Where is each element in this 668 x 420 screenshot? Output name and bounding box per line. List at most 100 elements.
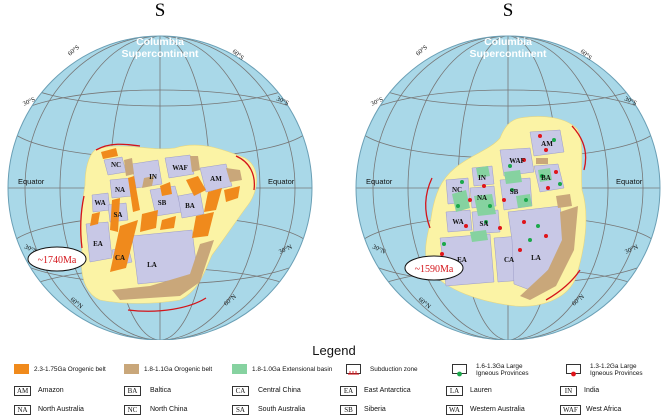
lat-30s-right: 30°S (275, 95, 290, 107)
abbr-name-am: Amazon (38, 387, 64, 394)
block-label-waf: WAF (509, 157, 525, 165)
swatch-orogenic-1.8-1.1 (124, 364, 139, 374)
block-label-la: LA (531, 254, 541, 262)
globe-title-line2: Supercontinent (469, 48, 547, 60)
abbr-code-la: LA (446, 386, 463, 396)
orogenic-belts-1.8-1.1 (520, 158, 578, 300)
subduction-zone-icon (348, 371, 359, 375)
lat-30s-right: 30°S (623, 95, 638, 107)
legend-label-subduction-zone: Subduction zone (370, 366, 418, 373)
abbr-code-waf: WAF (560, 405, 581, 415)
block-label-am: AM (210, 175, 222, 183)
legend-label-orogenic-2.3-1.75: 2.3-1.75Ga Orogenic belt (34, 366, 106, 373)
paleogeographic-maps: S Columbia Supercontinent 60°S 60°S 30°S… (7, 0, 661, 340)
lat-60s-left: 60°S (67, 44, 82, 58)
block-label-am: AM (541, 140, 553, 148)
block-labels: AM WAF IN BA NC NA SB WA SA EA CA LA (452, 140, 553, 264)
equator-label-left: Equator (366, 177, 393, 186)
block-label-nc: NC (111, 161, 121, 169)
block-labels: NC IN WAF AM NA WA SA SB BA EA CA LA (93, 161, 222, 269)
abbr-name-la: Lauren (470, 387, 492, 394)
block-label-sb: SB (158, 199, 167, 207)
globe-title-line2: Supercontinent (121, 48, 199, 60)
swatch-subduction-zone (346, 364, 361, 375)
abbr-name-in: India (584, 387, 600, 394)
legend-heading: Legend (312, 343, 356, 358)
legend-label-orogenic-1.8-1.1: 1.8-1.1Ga Orogenic belt (144, 366, 213, 373)
legend-label-lip-1.6-1.3-line2: Igneous Provinces (476, 370, 529, 377)
block-label-nc: NC (452, 186, 462, 194)
block-label-ba: BA (541, 174, 551, 182)
age-label: ~1590Ma (415, 264, 454, 275)
swatch-orogenic-2.3-1.75 (14, 364, 29, 374)
subduction-zones (80, 143, 256, 312)
globe-title-line1: Columbia (484, 36, 532, 48)
legend-label-lip-1.6-1.3: 1.6-1.3Ga Large Igneous Provinces (476, 363, 529, 377)
block-label-na: NA (115, 186, 125, 194)
abbr-code-in: IN (560, 386, 577, 396)
swatch-extensional-basin (232, 364, 247, 374)
lat-30s-left: 30°S (370, 96, 385, 108)
block-label-ca: CA (115, 254, 125, 262)
abbr-name-ca: Central China (258, 387, 301, 394)
abbr-code-am: AM (14, 386, 32, 396)
legend-label-lip-1.3-1.2-line2: Igneous Provinces (590, 370, 643, 377)
equator-label-right: Equator (268, 177, 295, 186)
block-label-sa: SA (480, 220, 489, 228)
block-label-sb: SB (510, 188, 519, 196)
legend-label-lip-1.3-1.2-line1: 1.3-1.2Ga Large (590, 363, 637, 370)
abbr-name-ea: East Antarctica (364, 387, 411, 394)
red-dot-icon (571, 371, 576, 377)
age-oval (404, 255, 464, 281)
lat-60s-left: 60°S (415, 44, 430, 58)
block-label-waf: WAF (172, 164, 188, 172)
abbr-name-wa: Western Australia (470, 406, 525, 413)
abbr-code-na: NA (14, 405, 31, 415)
south-pole-label: S (503, 0, 514, 21)
swatch-lip-1.3-1.2 (566, 364, 581, 377)
abbr-name-sa: South Australia (258, 406, 306, 413)
orogenic-belts-1.8-1.1 (112, 156, 242, 300)
abbr-name-waf: West Africa (586, 406, 622, 413)
abbr-code-ea: EA (340, 386, 357, 396)
abbr-code-sa: SA (232, 405, 249, 415)
block-label-wa: WA (452, 218, 463, 226)
age-oval (27, 246, 87, 272)
abbr-code-ca: CA (232, 386, 249, 396)
globe-1590ma: S Columbia Supercontinent 60°S 60°S 30°S… (355, 0, 661, 340)
large-igneous-provinces (440, 134, 562, 256)
block-label-wa: WA (94, 199, 105, 207)
age-label: ~1740Ma (38, 255, 77, 266)
equator-label-right: Equator (616, 177, 643, 186)
abbr-name-ba: Baltica (150, 387, 172, 394)
orogenic-belts-2.3-1.75 (90, 148, 240, 272)
block-label-sa: SA (114, 211, 123, 219)
block-label-ca: CA (504, 256, 514, 264)
globe-title-line1: Columbia (136, 36, 184, 48)
abbr-code-wa: WA (446, 405, 463, 415)
swatch-lip-1.6-1.3 (452, 364, 467, 377)
block-label-ba: BA (185, 202, 195, 210)
abbr-code-sb: SB (340, 405, 357, 415)
block-label-ea: EA (457, 256, 467, 264)
block-label-in: IN (149, 173, 157, 181)
green-dot-icon (457, 371, 462, 377)
abbr-code-ba: BA (124, 386, 141, 396)
globe-1740ma: S Columbia Supercontinent 60°S 60°S 30°S… (7, 0, 313, 340)
abbr-name-nc: North China (150, 406, 188, 413)
lat-30s-left: 30°S (22, 96, 37, 108)
block-label-na: NA (477, 194, 487, 202)
block-label-ea: EA (93, 240, 103, 248)
south-pole-label: S (155, 0, 166, 21)
legend-label-extensional-basin: 1.8-1.0Ga Extensional basin (252, 366, 333, 373)
block-label-la: LA (147, 261, 157, 269)
abbr-name-na: North Australia (38, 406, 84, 413)
block-label-in: IN (478, 174, 486, 182)
legend-label-lip-1.6-1.3-line1: 1.6-1.3Ga Large (476, 363, 523, 370)
abbr-name-sb: Siberia (364, 406, 386, 413)
subduction-zones (425, 125, 587, 301)
globe-outline (7, 35, 313, 340)
equator-label-left: Equator (18, 177, 45, 186)
legend-label-lip-1.3-1.2: 1.3-1.2Ga Large Igneous Provinces (590, 363, 643, 377)
extensional-basins (452, 166, 552, 242)
